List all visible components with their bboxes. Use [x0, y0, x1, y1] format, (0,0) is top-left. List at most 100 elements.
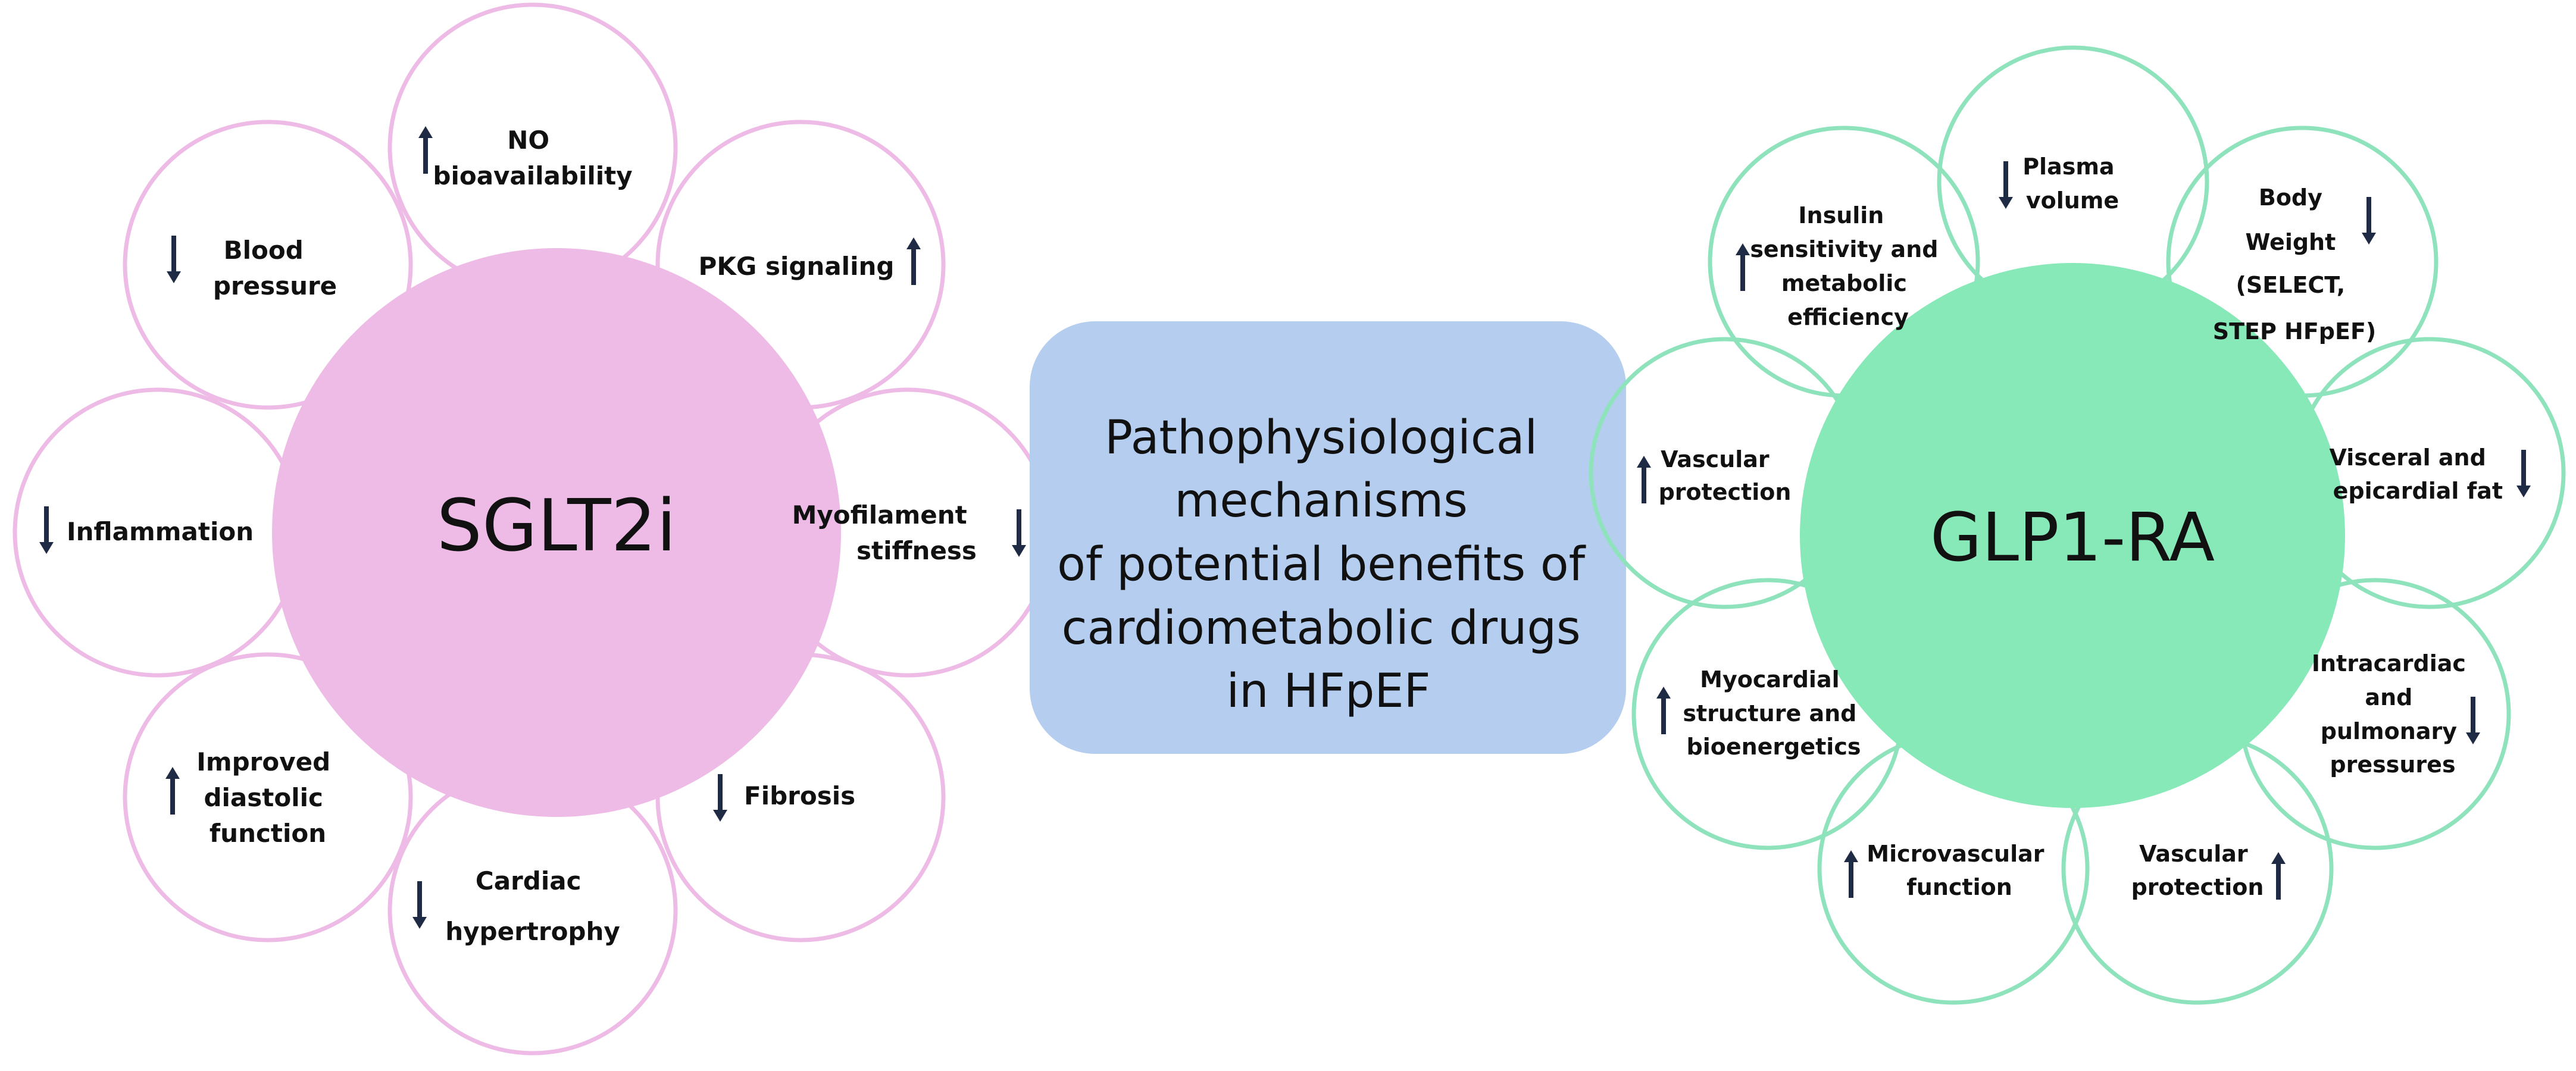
svg-text:Visceral and epicardial: Visceral and epicardial fat [2330, 444, 2503, 504]
petal-label: Insulin [1798, 202, 1884, 228]
svg-text:Myofilament stiffness: Myofilament stiffness [792, 500, 977, 565]
petal-label: structure and [1683, 700, 1856, 726]
center-line: mechanisms [1174, 474, 1467, 528]
petal-label: protection [1659, 479, 1792, 505]
petal-label: Inflammation [67, 517, 254, 546]
sglt2i-title: SGLT2i [437, 485, 676, 568]
petal-label: Vascular [2139, 841, 2248, 867]
petal-label: hypertrophy [445, 917, 620, 946]
petal-label: sensitivity and [1750, 236, 1938, 262]
arrow-down-icon [2362, 197, 2376, 245]
svg-text:Vascular protection: Vascular protection [1659, 446, 1792, 505]
petal-label: bioenergetics [1687, 734, 1861, 760]
petal-improved-diastolic-function: Improved diastolic function [165, 747, 339, 848]
petal-label: Vascular [1661, 446, 1770, 472]
arrow-up-icon [418, 126, 433, 174]
petal-intracardiac-pulmonary-pressures: Intracardiac and pulmonary pressures [2312, 650, 2480, 778]
arrow-down-icon [1999, 161, 2013, 209]
petal-insulin-sensitivity: Insulin sensitivity and metabolic effici… [1736, 202, 1946, 330]
arrow-up-icon [2271, 852, 2286, 900]
glp1-hub [1800, 263, 2345, 808]
glp1-title: GLP1-RA [1930, 499, 2215, 577]
petal-label: epicardial fat [2333, 478, 2503, 504]
petal-cardiac-hypertrophy: Cardiac hypertrophy [412, 866, 620, 946]
arrow-up-icon [1844, 850, 1858, 898]
petal-label: pulmonary [2321, 718, 2457, 744]
arrow-down-icon [713, 774, 727, 822]
arrow-down-icon [2466, 697, 2480, 744]
svg-text:Improved diastolic: Improved diastolic function [196, 747, 339, 848]
arrow-down-icon [1012, 509, 1026, 557]
svg-text:Pathophysiological mecha: Pathophysiological mechanisms of potenti… [1057, 411, 1600, 718]
petal-label: Fibrosis [744, 781, 855, 810]
petal-label: function [1906, 874, 2012, 900]
petal-pkg-signaling: PKG signaling [699, 237, 921, 285]
arrow-up-icon [1656, 687, 1671, 734]
svg-text:Cardiac hypertrophy: Cardiac hypertrophy [445, 866, 620, 946]
center-line: of potential benefits of [1057, 538, 1586, 591]
arrow-down-icon [167, 236, 181, 283]
petal-label: Visceral and [2330, 444, 2486, 471]
petal-label: efficiency [1787, 304, 1909, 330]
petal-circle [123, 120, 413, 410]
svg-text:Body Weight (SELEC: Body Weight (SELECT, STEP HFpEF) [2213, 184, 2377, 345]
svg-text:Fibrosis: Fibrosis [744, 781, 855, 810]
petal-circle [123, 652, 413, 942]
petal-label: stiffness [856, 536, 977, 565]
petal-label: Myofilament [792, 500, 967, 530]
petal-label: Intracardiac [2312, 650, 2466, 677]
petal-label: metabolic [1781, 270, 1907, 296]
svg-text:Inflammation: Inflammation [67, 517, 254, 546]
petal-label: Improved [196, 747, 330, 776]
petal-body-weight: Body Weight (SELECT, STEP HFpEF) [2213, 184, 2377, 345]
petal-label: pressures [2330, 751, 2455, 778]
petal-microvascular-function: Microvascular function [1844, 841, 2052, 900]
petal-label: Cardiac [476, 866, 582, 895]
arrow-up-icon [1736, 243, 1750, 291]
arrow-down-icon [39, 506, 54, 554]
svg-text:Intracardiac and p: Intracardiac and pulmonary pressures [2312, 650, 2474, 778]
svg-text:Plasma volume: Plasma volume [2022, 154, 2122, 214]
petal-myocardial-structure-bioenergetics: Myocardial structure and bioenergetics [1656, 666, 1864, 760]
center-box: Pathophysiological mechanisms of potenti… [1030, 321, 1626, 754]
petal-label: Blood [224, 236, 304, 265]
petal-label: (SELECT, [2236, 272, 2346, 298]
petal-label: and [2365, 684, 2412, 710]
petal-vascular-protection-bottom: Vascular protection [2131, 841, 2286, 900]
petal-no-bioavailability: NO bioavailability [418, 126, 633, 190]
petal-inflammation: Inflammation [39, 506, 254, 554]
petal-label: protection [2131, 874, 2264, 900]
petal-label: Plasma [2022, 154, 2114, 180]
svg-text:Myocardial structure and: Myocardial structure and bioenergetics [1683, 666, 1864, 760]
petal-label: Weight [2245, 229, 2336, 255]
petal-label: NO [507, 126, 549, 155]
svg-text:Insulin sensitivity and: Insulin sensitivity and metabolic effici… [1750, 202, 1946, 330]
petal-label: pressure [213, 271, 337, 300]
arrow-down-icon [412, 881, 427, 929]
petal-label: STEP HFpEF) [2213, 318, 2377, 345]
petal-fibrosis: Fibrosis [713, 774, 855, 822]
petal-blood-pressure: Blood pressure [167, 236, 337, 300]
svg-text:Blood pressure: Blood pressure [213, 236, 337, 300]
arrow-up-icon [165, 767, 180, 815]
arrow-up-icon [1637, 456, 1651, 503]
petal-label: PKG signaling [699, 252, 895, 281]
sglt2i-hub [272, 248, 841, 817]
petal-label: function [210, 819, 326, 848]
arrow-up-icon [906, 237, 921, 285]
petal-label: Microvascular [1867, 841, 2044, 867]
petal-label: Body [2259, 184, 2322, 211]
petal-visceral-epicardial-fat: Visceral and epicardial fat [2330, 444, 2531, 504]
petal-myofilament-stiffness: Myofilament stiffness [792, 500, 1026, 565]
petal-plasma-volume: Plasma volume [1999, 154, 2122, 214]
petal-label: diastolic [204, 783, 323, 812]
petal-label: bioavailability [433, 161, 632, 190]
petal-label: volume [2026, 187, 2119, 214]
svg-text:Vascular protection: Vascular protection [2131, 841, 2264, 900]
center-line: Pathophysiological [1105, 411, 1537, 465]
svg-text:NO bioavailability: NO bioavailability [433, 126, 632, 190]
petal-label: Myocardial [1700, 666, 1840, 693]
center-line: cardiometabolic drugs [1062, 602, 1581, 655]
svg-text:Microvascular function: Microvascular function [1867, 841, 2052, 900]
